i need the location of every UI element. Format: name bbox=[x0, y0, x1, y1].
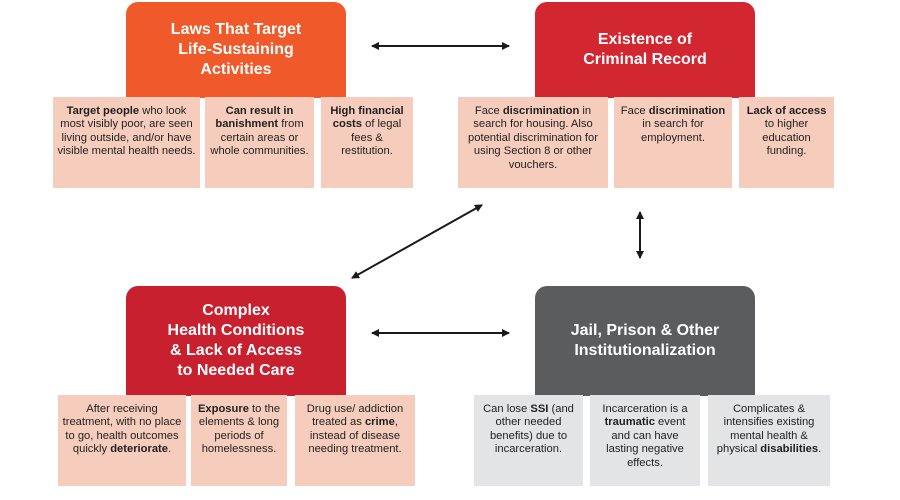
card-text: . bbox=[168, 443, 172, 456]
health-header: Complex Health Conditions & Lack of Acce… bbox=[126, 286, 346, 396]
laws-card-3: High financial costs of legal fees & res… bbox=[321, 97, 413, 188]
health-title: Complex Health Conditions & Lack of Acce… bbox=[167, 302, 305, 379]
card-text: to the elements & long periods of homele… bbox=[198, 403, 281, 456]
card-text: event and can have lasting negative effe… bbox=[606, 416, 686, 469]
criminal-card-1: Face discrimination in search for housin… bbox=[458, 97, 608, 188]
card-emphasis: deteriorate bbox=[110, 443, 169, 456]
laws-title: Laws That Target Life-Sustaining Activit… bbox=[170, 21, 302, 78]
jail-card-2: Incarceration is a traumatic event and c… bbox=[590, 395, 700, 486]
card-text: Complicates & intensifies existing menta… bbox=[716, 403, 815, 456]
criminal-card-2: Face discrimination in search for employ… bbox=[614, 97, 732, 188]
card-text: of legal fees & restitution. bbox=[341, 118, 402, 158]
card-text: Incarceration is a bbox=[602, 403, 688, 415]
laws-card-1: Target people who look most visibly poor… bbox=[53, 97, 200, 188]
card-emphasis: Lack of access bbox=[746, 105, 827, 117]
criminal-card-3: Lack of access to higher education fundi… bbox=[739, 97, 834, 188]
card-emphasis: discrimination bbox=[648, 105, 726, 117]
card-emphasis: traumatic bbox=[604, 416, 655, 429]
card-emphasis: discrimination bbox=[502, 105, 580, 117]
card-text: (and other needed benefits) due to incar… bbox=[489, 403, 574, 456]
criminal-header: Existence of Criminal Record bbox=[535, 2, 755, 98]
card-text: to higher education funding. bbox=[762, 118, 811, 158]
card-text: Can lose bbox=[483, 403, 531, 415]
criminal-title: Existence of Criminal Record bbox=[583, 31, 707, 68]
health-card-3: Drug use/ addiction treated as crime, in… bbox=[295, 395, 415, 486]
health-card-2: Exposure to the elements & long periods … bbox=[191, 395, 287, 486]
health-card-1: After receiving treatment, with no place… bbox=[58, 395, 186, 486]
card-text: After receiving treatment, with no place… bbox=[62, 403, 182, 456]
card-emphasis: crime bbox=[364, 416, 395, 429]
jail-title: Jail, Prison & Other Institutionalizatio… bbox=[570, 322, 720, 359]
card-emphasis: High financial costs bbox=[330, 105, 404, 131]
card-emphasis: disabilities bbox=[760, 443, 819, 456]
laws-header: Laws That Target Life-Sustaining Activit… bbox=[126, 2, 346, 98]
jail-card-3: Complicates & intensifies existing menta… bbox=[708, 395, 830, 486]
card-text: in search for employment. bbox=[640, 118, 706, 144]
card-text: . bbox=[818, 443, 822, 456]
card-emphasis: Target people bbox=[66, 105, 140, 117]
card-emphasis: SSI bbox=[530, 403, 549, 415]
laws-card-2: Can result in banishment from certain ar… bbox=[205, 97, 314, 188]
arrow-criminal-health bbox=[351, 204, 483, 279]
card-text: Face bbox=[474, 105, 503, 117]
card-text: , instead of disease needing treatment. bbox=[308, 416, 402, 456]
card-emphasis: Can result in banishment bbox=[215, 105, 294, 131]
card-text: from certain areas or whole communities. bbox=[210, 118, 309, 158]
jail-header: Jail, Prison & Other Institutionalizatio… bbox=[535, 286, 755, 396]
card-emphasis: Exposure bbox=[197, 403, 249, 415]
card-text: in search for housing. Also potential di… bbox=[468, 105, 598, 171]
card-text: Drug use/ addiction treated as bbox=[306, 403, 404, 429]
jail-card-1: Can lose SSI (and other needed benefits)… bbox=[474, 395, 583, 486]
card-text: who look most visibly poor, are seen liv… bbox=[57, 105, 196, 158]
card-text: Face bbox=[620, 105, 649, 117]
